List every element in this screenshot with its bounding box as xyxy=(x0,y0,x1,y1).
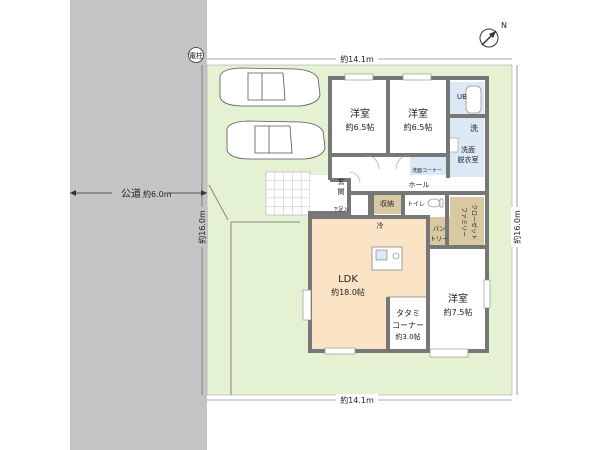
car-icon xyxy=(226,120,326,160)
tatami-name-line2: コーナー xyxy=(392,321,424,330)
storage-floor xyxy=(372,193,402,214)
washroom-corner-label: 洗面コーナー xyxy=(412,167,442,174)
ldk-size: 約18.0帖 xyxy=(331,287,365,297)
pantry-floor xyxy=(428,217,450,247)
road-label: 公道 xyxy=(121,187,141,200)
shoe-box-label: 下足入 xyxy=(333,207,348,213)
porch-tiles xyxy=(265,171,311,216)
western-room-3-name: 洋室 xyxy=(448,292,468,305)
dressing-label-line1: 洗面 xyxy=(461,145,475,154)
family-closet-label-line2: クローゼット xyxy=(470,204,478,240)
western-room-1-name: 洋室 xyxy=(350,107,370,120)
car-icon xyxy=(219,67,321,107)
fence-line xyxy=(208,184,229,221)
toilet-icon xyxy=(427,198,444,208)
toilet-floor xyxy=(403,193,447,214)
storage-label: 収納 xyxy=(380,199,394,208)
width-bottom-value: 約14.1m xyxy=(340,395,374,405)
lot-depth-right-dimension: 約16.0m xyxy=(511,65,523,395)
family-closet-floor xyxy=(450,197,484,246)
dressing-label-line2: 脱衣室 xyxy=(458,155,479,164)
washbasin-icon xyxy=(448,137,459,153)
entrance-label-line2: 関 xyxy=(338,188,345,196)
family-closet-label-line1: ファミリー xyxy=(460,207,467,237)
utility-pole: 電柱 xyxy=(188,47,204,63)
width-top-value: 約14.1m xyxy=(340,54,374,64)
north-label: N xyxy=(501,21,507,30)
western-room-2-size: 約6.5帖 xyxy=(404,122,433,132)
depth-left-value: 約16.0m xyxy=(197,210,207,244)
washroom-corner-floor xyxy=(410,155,448,175)
bath-label: UB xyxy=(457,93,467,101)
entrance-label-line1: 玄 xyxy=(338,177,345,186)
western-room-1-size: 約6.5帖 xyxy=(346,122,375,132)
toilet-label: トイレ xyxy=(407,201,425,208)
depth-right-value: 約16.0m xyxy=(512,210,522,244)
compass-icon: N xyxy=(479,21,507,48)
fridge-label: 冷 xyxy=(377,221,384,230)
lot-depth-left-dimension: 約16.0m xyxy=(196,65,208,395)
pantry-label-line2: トリー xyxy=(430,236,448,243)
road-width-dimension: 公道 約6.0m xyxy=(70,185,207,200)
lot-width-bottom-dimension: 約14.1m xyxy=(207,394,512,405)
bathtub-icon xyxy=(465,85,482,114)
hall-label: ホール xyxy=(409,181,430,189)
lot-width-top-dimension: 約14.1m xyxy=(207,53,512,64)
western-room-2-name: 洋室 xyxy=(408,107,428,120)
tatami-size: 約3.0帖 xyxy=(395,332,420,341)
ldk-name: LDK xyxy=(338,274,358,285)
laundry-label: 洗 xyxy=(470,123,478,133)
road-width-value: 約6.0m xyxy=(143,189,172,199)
door-swing xyxy=(348,154,411,184)
western-room-3-size: 約7.5帖 xyxy=(444,307,473,317)
sink-icon xyxy=(375,249,400,261)
public-road xyxy=(70,0,207,450)
fence-line xyxy=(230,221,300,395)
window xyxy=(302,73,491,358)
interior-walls xyxy=(310,78,487,351)
pantry-label-line1: パン xyxy=(433,226,445,233)
pole-label: 電柱 xyxy=(189,51,203,60)
tatami-name-line1: タタミ xyxy=(396,309,420,318)
